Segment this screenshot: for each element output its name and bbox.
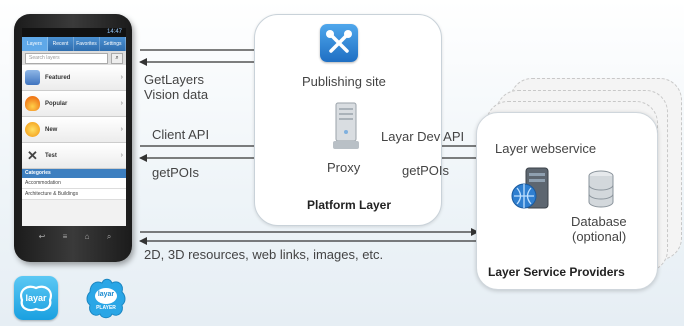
- layar-logo-text: layar: [25, 293, 47, 303]
- proxy-label: Proxy: [327, 160, 361, 175]
- phone-status-bar: 14:47: [22, 28, 126, 37]
- webservice-server-icon: [510, 166, 554, 214]
- tab-settings[interactable]: Settings: [100, 37, 126, 51]
- layer-webservice-label: Layer webservice: [495, 141, 597, 156]
- menu-item-label: New: [45, 126, 58, 133]
- database-label: Database: [571, 214, 627, 229]
- player-logo-top-text: layar: [97, 291, 115, 298]
- search-key-icon[interactable]: ⌕: [106, 232, 112, 241]
- getpois-right-label: getPOIs: [402, 163, 449, 178]
- menu-item-label: Popular: [45, 100, 68, 107]
- layer-service-providers-box: [476, 112, 658, 290]
- featured-icon: [25, 70, 40, 85]
- layar-logo: layar: [14, 276, 58, 320]
- search-layers-input[interactable]: Search layers: [25, 52, 108, 64]
- menu-item-label: Test: [45, 152, 57, 159]
- chevron-right-icon: ›: [120, 100, 123, 107]
- layar-dev-api-label: Layar Dev API: [381, 129, 465, 144]
- database-icon: [587, 170, 615, 210]
- flame-icon: [25, 96, 40, 111]
- menu-item-featured[interactable]: Featured ›: [22, 65, 126, 91]
- back-key-icon[interactable]: ↩: [38, 232, 46, 241]
- status-time: 14:47: [106, 29, 122, 35]
- menu-item-test[interactable]: ✕ Test ›: [22, 143, 126, 169]
- getpois-left-label: getPOIs: [152, 165, 199, 180]
- phone-screen: 14:47 Layers Recent Favorites Settings S…: [22, 28, 126, 226]
- menu-item-popular[interactable]: Popular ›: [22, 91, 126, 117]
- menu-item-label: Featured: [45, 74, 71, 81]
- tools-icon: ✕: [27, 148, 38, 163]
- menu-key-icon[interactable]: ≡: [62, 232, 68, 241]
- client-api-label: Client API: [152, 127, 210, 142]
- tab-layers[interactable]: Layers: [22, 37, 48, 51]
- platform-layer-title: Platform Layer: [307, 198, 392, 212]
- search-icon[interactable]: ⌕: [111, 52, 123, 64]
- database-optional-label: (optional): [572, 229, 627, 244]
- tab-recent[interactable]: Recent: [48, 37, 74, 51]
- proxy-server-icon: [333, 102, 359, 150]
- phone-tabbar: Layers Recent Favorites Settings: [22, 37, 126, 51]
- chevron-right-icon: ›: [120, 152, 123, 159]
- tab-favorites[interactable]: Favorites: [74, 37, 100, 51]
- menu-item-new[interactable]: New ›: [22, 117, 126, 143]
- layar-player-logo: layar PLAYER: [82, 274, 130, 322]
- home-key-icon[interactable]: ⌂: [84, 232, 90, 241]
- categories-header: Categories: [22, 169, 126, 178]
- sun-icon: [25, 122, 40, 137]
- vision-data-label: Vision data: [144, 87, 209, 102]
- publishing-tools-icon: [320, 24, 358, 62]
- phone-nav-keys: ↩ ≡ ⌂ ⌕: [30, 232, 120, 244]
- category-row[interactable]: Architecture & Buildings: [22, 189, 126, 200]
- chevron-right-icon: ›: [120, 74, 123, 81]
- layer-service-providers-title: Layer Service Providers: [488, 265, 625, 279]
- chevron-right-icon: ›: [120, 126, 123, 133]
- resources-label: 2D, 3D resources, web links, images, etc…: [144, 247, 384, 262]
- publishing-site-label: Publishing site: [302, 74, 386, 89]
- getlayers-label: GetLayers: [144, 72, 204, 87]
- phone-search-row: Search layers ⌕: [22, 51, 126, 65]
- category-row[interactable]: Accommodation: [22, 178, 126, 189]
- player-logo-bottom-text: PLAYER: [96, 305, 116, 311]
